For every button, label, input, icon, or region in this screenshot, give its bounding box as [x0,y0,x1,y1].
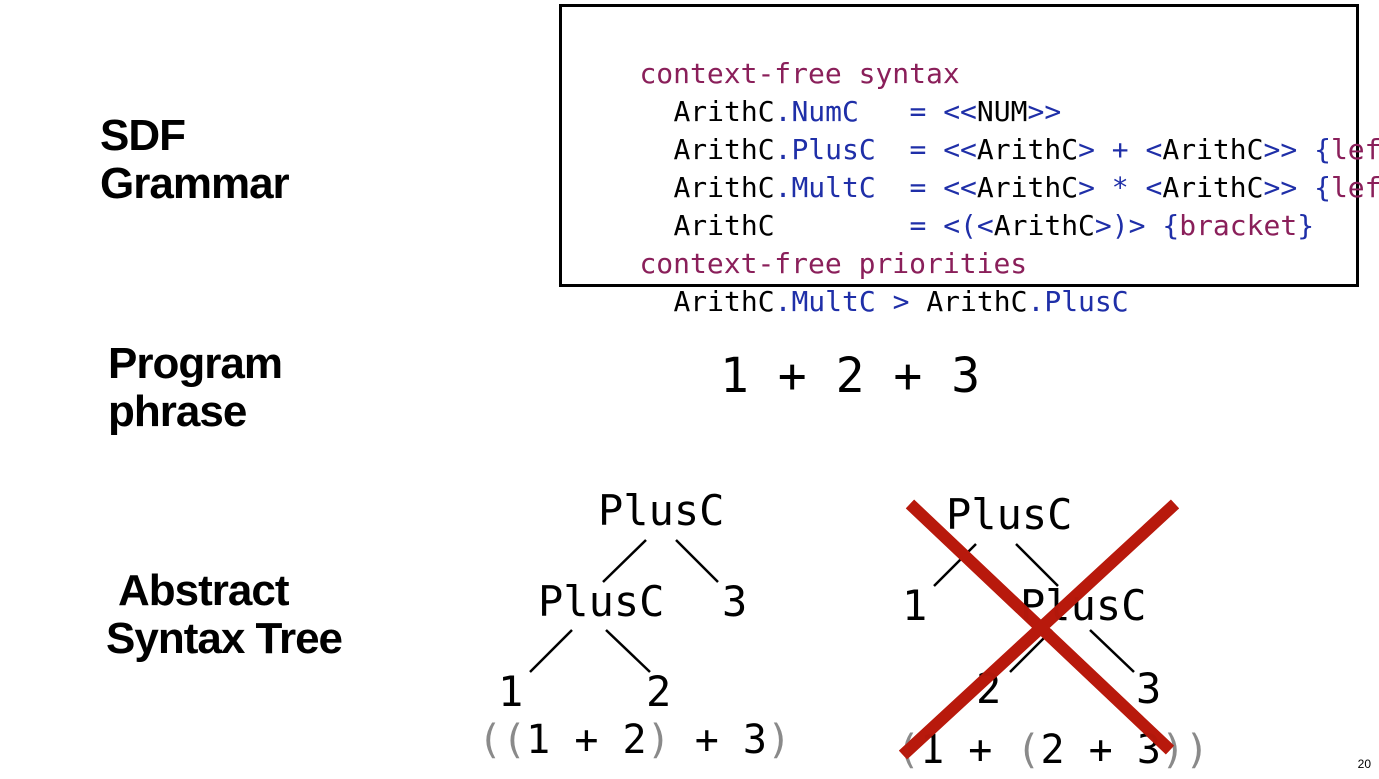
rule-pre: << [943,133,977,166]
edge [1089,629,1135,673]
rule-post: >> [1263,171,1298,204]
edge [602,539,647,583]
keyword-text: context-free priorities [639,247,1028,280]
tree-right-leaf-left: 2 [976,664,1002,713]
paren: (( [478,717,527,763]
section-header-priorities: context-free priorities [572,207,1027,321]
rule-dot: . [774,133,792,166]
priority-rule: ArithC.MultC > ArithC.PlusC [606,245,1129,359]
paren: ( [1016,727,1041,773]
rule-dot: . [774,171,792,204]
ast-label: Abstract Syntax Tree [106,566,343,663]
section-header-syntax: context-free syntax [572,17,960,131]
rule-dot: . [774,285,792,318]
rule-constructor: MultC [791,171,876,204]
priority-gt: > [875,285,927,318]
rule-lhs: ArithC [673,171,775,204]
tree-left-leaf-right: 2 [646,667,672,716]
label-line: Program [108,339,283,388]
rule-constructor: NumC [791,95,859,128]
tree-right-child-left: 1 [902,581,928,630]
paren: ( [896,727,921,773]
rule-multc: ArithC.MultC = <<ArithC> * <ArithC>> {le… [606,131,1379,245]
label-line: Abstract [118,566,290,615]
rule-numc: ArithC.NumC = <<NUM>> [606,55,1061,169]
program-phrase: 1 + 2 + 3 [720,348,981,404]
paren-text: 1 + [920,727,1017,773]
edge [605,629,651,673]
rule-lhs: ArithC [673,285,775,318]
rule-constructor: PlusC [1044,285,1129,318]
rule-dot: . [1027,285,1045,318]
tree-left-leaf-left: 1 [498,667,524,716]
label-line: Syntax Tree [106,614,343,663]
rule-attr: {left} [1314,133,1379,166]
rule-lhs: ArithC [673,95,775,128]
sdf-grammar-label: SDF Grammar [100,111,290,208]
rule-constructor: MultC [791,285,876,318]
rule-eq: = [892,171,944,204]
tree-right-child-right: PlusC [1020,581,1147,630]
rule-body: ArithC> * <ArithC [976,171,1264,204]
rule-plusc: ArithC.PlusC = <<ArithC> + <ArithC>> {le… [606,93,1379,207]
edge [675,539,719,583]
rule-post: >> [1027,95,1062,128]
rule-eq: = [892,209,944,242]
rule-body: ArithC> + <ArithC [976,133,1264,166]
rule-bracket: ArithC = <(<ArithC>)> {bracket} [606,169,1314,283]
tree-left-child-right: 3 [722,577,748,626]
rule-attr: {bracket} [1162,209,1315,242]
label-line: Grammar [100,159,290,208]
rule-dot: . [774,95,792,128]
page-number: 20 [1357,757,1371,771]
rule-body: <(<ArithC>)> [943,209,1146,242]
edge [1015,543,1059,587]
keyword-text: context-free syntax [639,57,960,90]
rule-lhs: ArithC [673,133,775,166]
rule-eq: = [892,133,944,166]
label-line: phrase [108,387,247,436]
rule-attr: {left} [1314,171,1379,204]
tree-left-root: PlusC [598,486,725,535]
edge [529,629,573,673]
rule-body: NUM [976,95,1028,128]
paren-text: 2 + 3 [1040,727,1161,773]
tree-right-leaf-right: 3 [1136,664,1162,713]
rule-post: >> [1263,133,1298,166]
rule-lhs: ArithC [926,285,1028,318]
paren: )) [1160,727,1210,773]
rule-lhs: ArithC [673,209,775,242]
label-line: SDF [100,111,186,160]
tree-right-parenthesized: (1 + (2 + 3)) [896,726,1209,774]
paren: ) [767,717,792,763]
rule-pre: << [943,95,977,128]
paren-text: 1 + 2 [526,717,647,763]
grammar-code-box: context-free syntax ArithC.NumC = <<NUM>… [559,4,1379,318]
tree-right-root: PlusC [946,490,1073,539]
rule-constructor: PlusC [791,133,876,166]
tree-left-child-left: PlusC [538,577,665,626]
tree-left-parenthesized: ((1 + 2) + 3) [478,716,791,764]
paren-text: + 3 [670,717,768,763]
rule-eq: = [892,95,944,128]
rule-pre: << [943,171,977,204]
program-phrase-label: Program phrase [108,339,283,436]
paren: ) [646,717,671,763]
